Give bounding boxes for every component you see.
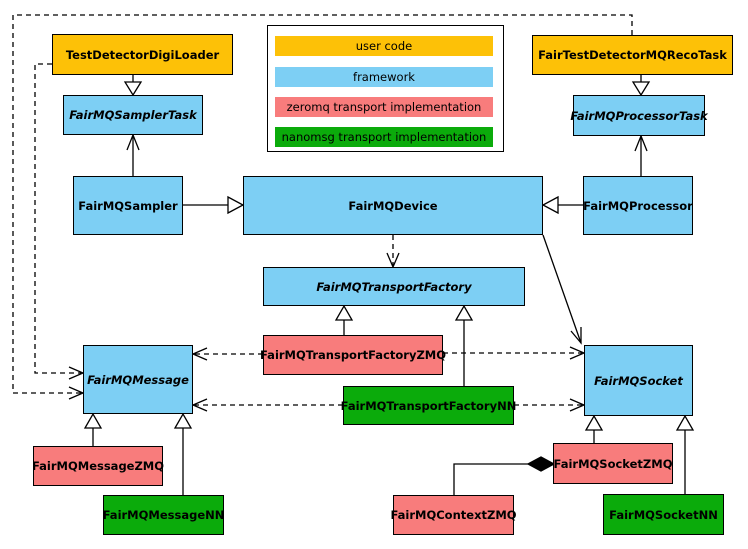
legend-item-nanomsg: nanomsg transport implementation — [275, 127, 493, 147]
legend-item-zeromq: zeromq transport implementation — [275, 97, 493, 117]
node-fairmqsocketnn: FairMQSocketNN — [603, 494, 724, 535]
node-fairmqsampler: FairMQSampler — [73, 176, 183, 235]
node-fairmqprocessor: FairMQProcessor — [583, 176, 693, 235]
legend: user code framework zeromq transport imp… — [267, 25, 504, 152]
legend-item-user-code: user code — [275, 36, 493, 56]
node-testdetectordigiloader: TestDetectorDigiLoader — [52, 34, 233, 75]
node-fairmqsamplertask: FairMQSamplerTask — [63, 95, 203, 135]
node-fairmqtransportfactoryzmq: FairMQTransportFactoryZMQ — [260, 335, 446, 375]
node-fairmqdevice: FairMQDevice — [243, 176, 543, 235]
edge-device-socket — [542, 234, 582, 345]
edge-socketzmq-socket — [584, 414, 604, 443]
node-fairtestdetectormqrecotask: FairTestDetectorMQRecoTask — [532, 35, 733, 75]
edge-messagezmq-message — [83, 412, 103, 446]
edge-tfzmq-message — [191, 347, 263, 361]
edge-tfzmq-transportfactory — [334, 304, 354, 335]
edge-tfnn-transportfactory — [454, 304, 474, 386]
node-fairmqtransportfactorynn: FairMQTransportFactoryNN — [341, 386, 516, 425]
edge-recotask-processortask — [631, 75, 651, 97]
edge-processor-device — [541, 195, 583, 215]
edge-digiloader-samplertask — [123, 75, 143, 97]
edge-messagenn-message — [173, 412, 193, 495]
edge-contextzmq-socketzmq — [453, 456, 556, 495]
edge-socketnn-socket — [675, 414, 695, 494]
edge-sampler-device — [183, 195, 245, 215]
edge-tfnn-socket — [514, 398, 586, 412]
node-fairmqmessagenn: FairMQMessageNN — [103, 495, 224, 535]
legend-item-framework: framework — [275, 67, 493, 87]
edge-device-transportfactory — [386, 235, 400, 269]
edge-processor-processortask — [634, 134, 648, 176]
edge-sampler-samplertask — [126, 133, 140, 176]
node-fairmqcontextzmq: FairMQContextZMQ — [390, 495, 517, 535]
node-fairmqprocessortask: FairMQProcessorTask — [570, 95, 708, 136]
node-fairmqsocketzmq: FairMQSocketZMQ — [553, 443, 673, 484]
node-fairmqmessage: FairMQMessage — [83, 345, 193, 414]
node-fairmqsocket: FairMQSocket — [584, 345, 693, 416]
edge-tfnn-message — [191, 398, 343, 412]
node-fairmqmessagezmq: FairMQMessageZMQ — [32, 446, 164, 486]
node-fairmqtransportfactory: FairMQTransportFactory — [263, 267, 525, 306]
